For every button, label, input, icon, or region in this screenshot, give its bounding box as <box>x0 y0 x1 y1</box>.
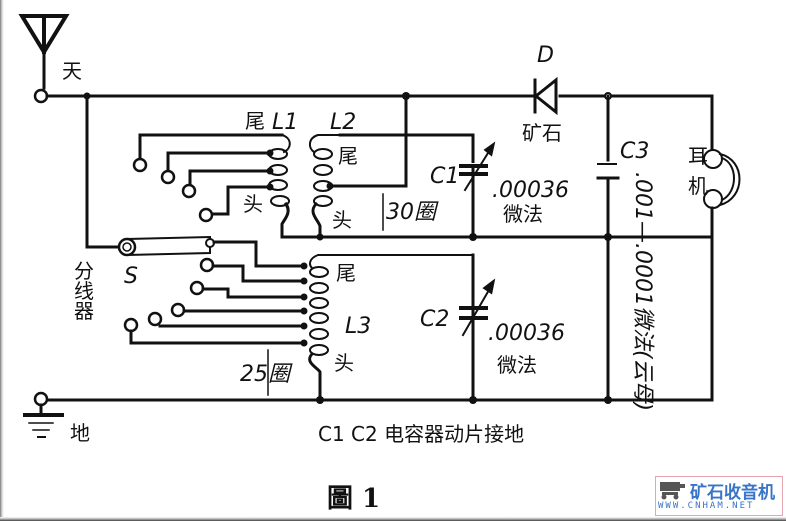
radio-logo-icon <box>660 482 685 500</box>
l1-tail-label: 尾 <box>245 109 265 133</box>
capacitor-note: C1 C2 电容器动片接地 <box>318 422 524 446</box>
switch-name-2: 线 <box>74 279 94 303</box>
l1-label: L1 <box>272 110 298 135</box>
window-left-border <box>0 0 4 521</box>
window-bottom-border <box>0 517 786 521</box>
junction-dot <box>316 233 324 241</box>
switch-symbol-label: S <box>124 264 138 289</box>
watermark: 矿石收音机 WWW.CNHAM.NET <box>655 476 783 516</box>
junction-dot <box>316 396 324 404</box>
c1-value: .00036 <box>492 178 569 203</box>
switch-to-l3-wire <box>212 240 302 268</box>
junction-dot <box>469 396 477 404</box>
l2-turns-label: 30圈 <box>386 200 439 225</box>
l2-head-label: 头 <box>332 208 352 232</box>
headphones-label-2: 机 <box>688 174 708 198</box>
l3-tap-wires <box>123 257 308 347</box>
l3-tail-label: 尾 <box>336 261 356 285</box>
c3-label: C3 <box>620 139 649 164</box>
antenna-icon <box>18 14 70 104</box>
l2-tail-label: 尾 <box>338 144 358 168</box>
watermark-title: 矿石收音机 <box>690 483 775 503</box>
l2-to-c1-wire <box>338 133 475 172</box>
switch-name-3: 器 <box>74 299 94 323</box>
ground-label: 地 <box>70 421 90 445</box>
switch-name-1: 分 <box>74 259 94 283</box>
junction-dot <box>326 182 334 190</box>
antenna-label: 天 <box>62 59 82 83</box>
l2-coil-icon <box>308 134 341 239</box>
figure-caption: 圖 1 <box>327 484 380 514</box>
diode-icon <box>533 76 558 116</box>
c1-variable-capacitor-icon <box>459 141 496 239</box>
c2-value: .00036 <box>488 321 565 346</box>
l1-coil-icon <box>268 133 291 239</box>
l3-turns-label: 25圈 <box>240 362 293 387</box>
l1-head-label: 头 <box>243 192 263 216</box>
l3-coil-icon <box>308 254 474 402</box>
c2-label: C2 <box>420 307 449 332</box>
switch-icon[interactable] <box>117 235 215 257</box>
c2-unit: 微法 <box>497 353 537 377</box>
diode-symbol-label: D <box>537 43 554 68</box>
ground-icon <box>23 391 64 438</box>
watermark-url: WWW.CNHAM.NET <box>658 501 755 511</box>
junction-dot <box>604 396 612 404</box>
c1-unit: 微法 <box>503 202 543 226</box>
l1-tap-wires <box>132 133 284 223</box>
l2-label: L2 <box>330 110 356 135</box>
headphones-label-1: 耳 <box>688 144 708 168</box>
c1-label: C1 <box>430 164 459 189</box>
c2-variable-capacitor-icon <box>459 278 496 402</box>
headphones-icon <box>703 149 741 209</box>
c3-value: .001—.0001微法(云母) <box>630 172 655 411</box>
diode-name-label: 矿石 <box>522 121 562 145</box>
l3-label: L3 <box>345 314 371 339</box>
l3-head-label: 头 <box>334 351 354 375</box>
